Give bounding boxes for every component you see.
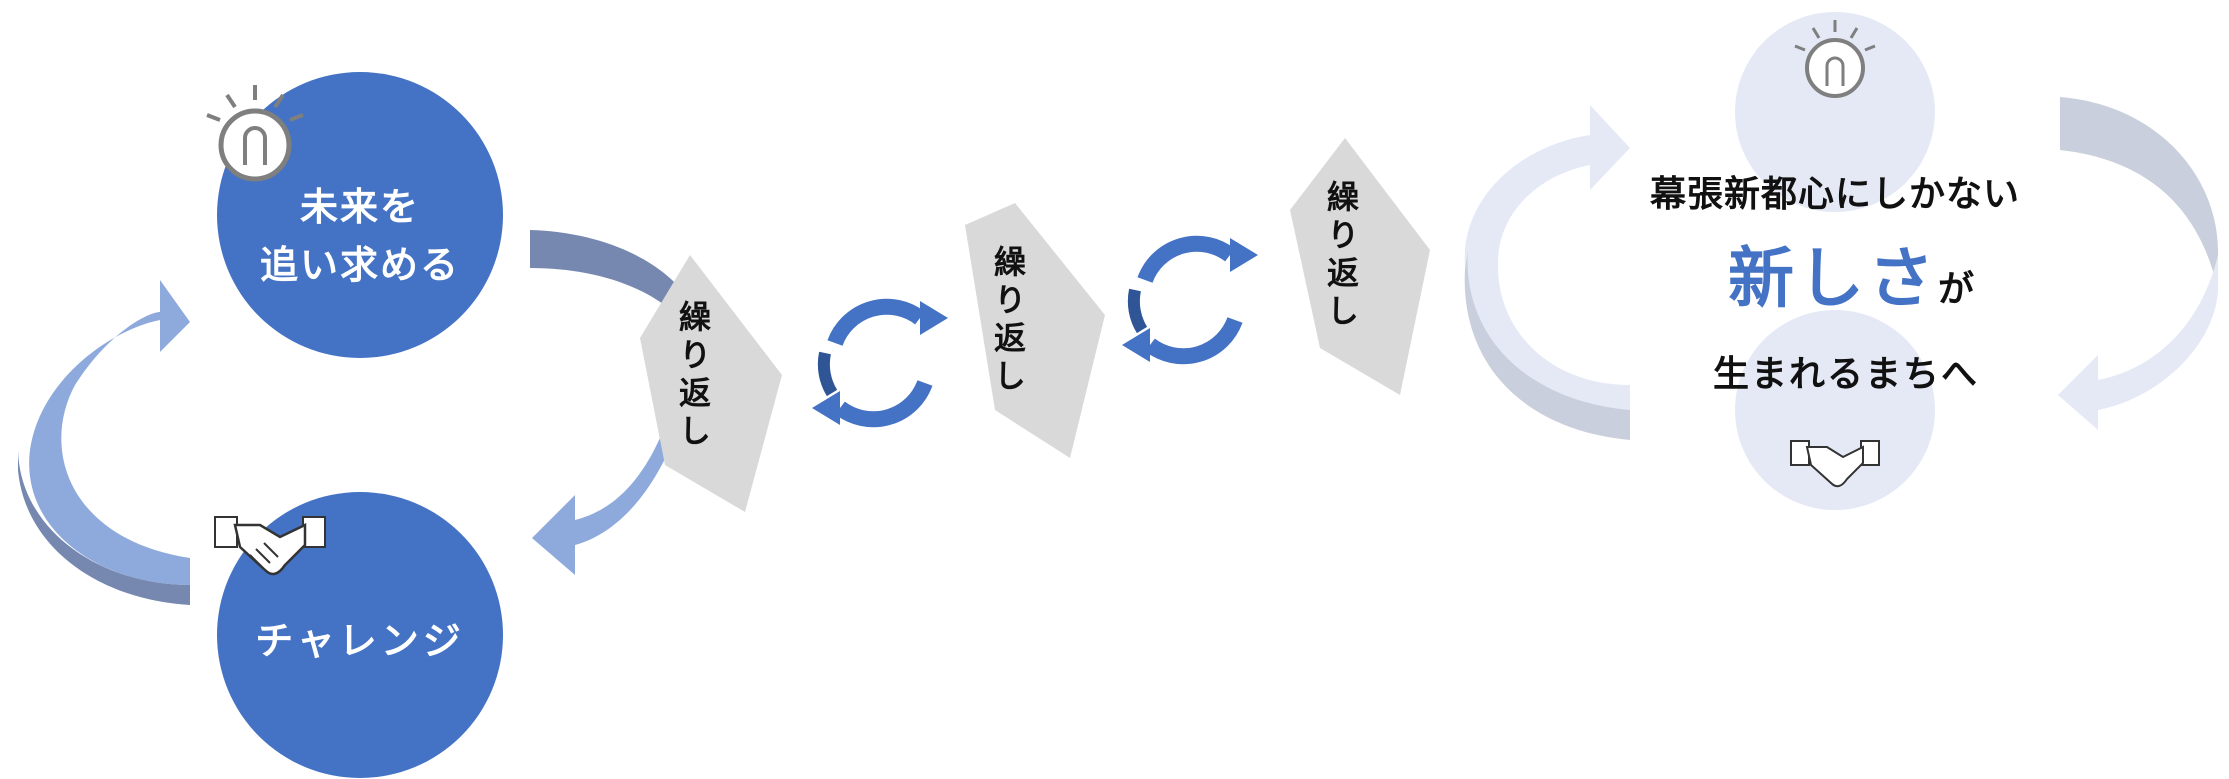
final-line2: 新しさが <box>1728 225 1974 321</box>
final-line3: 生まれるまちへ <box>1713 354 1980 395</box>
challenge-circle-label: チャレンジ <box>255 619 465 663</box>
repeat-label-2: 繰り返し <box>989 245 1027 397</box>
cycle-arrows-icon <box>1122 235 1258 365</box>
handshake-icon <box>1790 440 1880 488</box>
repeat-label-1: 繰り返し <box>674 300 712 452</box>
final-line1: 幕張新都心にしかない <box>1650 174 2021 215</box>
lightbulb-icon <box>1794 20 1876 98</box>
faded-top-circle <box>1735 12 1935 212</box>
repeat-chevron-1 <box>640 255 782 512</box>
lightbulb-icon <box>206 85 304 182</box>
middle-cycle-arrow <box>530 230 692 575</box>
repeat-label-3: 繰り返し <box>1322 180 1360 332</box>
right-cycle-arrows <box>1464 97 2219 440</box>
left-cycle-arrow <box>18 280 190 605</box>
repeat-chevron-2 <box>965 203 1105 458</box>
future-circle-label: 未来を 追い求める <box>245 178 475 294</box>
final-particle: が <box>1938 269 1975 310</box>
cycle-arrows-icon <box>812 298 948 428</box>
challenge-circle <box>217 492 503 778</box>
faded-bottom-circle <box>1735 310 1935 510</box>
repeat-chevron-3 <box>1290 138 1430 395</box>
handshake-icon <box>214 516 326 576</box>
future-label-line2: 追い求める <box>259 243 460 287</box>
final-highlight: 新しさ <box>1728 240 1938 317</box>
future-label-line1: 未来を <box>299 185 420 229</box>
